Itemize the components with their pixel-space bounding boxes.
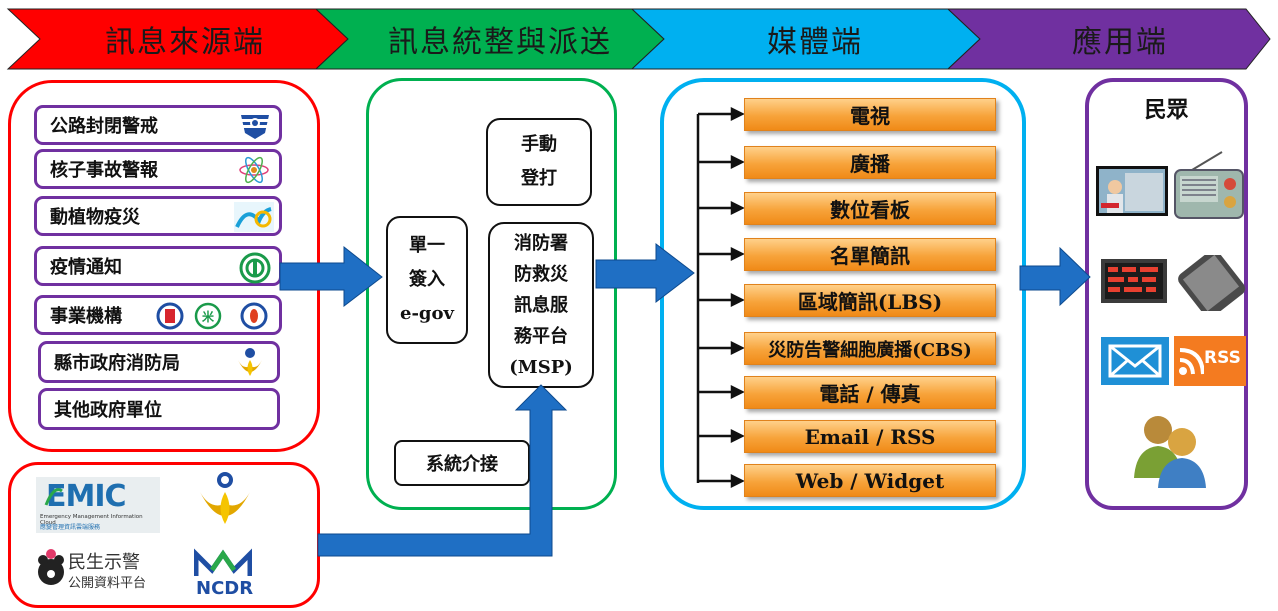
- media-email-rss[interactable]: Email / RSS: [744, 420, 996, 453]
- svg-text:米: 米: [202, 309, 215, 324]
- media-web-widget[interactable]: Web / Widget: [744, 464, 996, 497]
- emic-logo-text: EMIC: [46, 479, 127, 514]
- ncdr-mark-icon: [194, 548, 252, 576]
- source-other-government[interactable]: 其他政府單位: [38, 388, 280, 430]
- highway-agency-logo-icon: [239, 115, 271, 139]
- application-panel: [1085, 78, 1248, 510]
- rss-label: RSS: [1204, 348, 1241, 368]
- minsheng-title: 民生示警: [68, 552, 140, 573]
- enterprise-logo-2-icon: 米: [194, 302, 222, 330]
- emic-swoosh-icon: [44, 488, 63, 506]
- source-epidemic-notice[interactable]: 疫情通知: [34, 246, 282, 286]
- fire-agency-emblem-icon: [200, 472, 250, 524]
- application-title: 民眾: [1144, 97, 1189, 123]
- stage-banner: [6, 8, 1271, 70]
- manual-entry-box[interactable]: 手動 登打: [486, 118, 592, 206]
- source-label: 核子事故警報: [50, 160, 158, 181]
- system-interface-box[interactable]: 系統介接: [394, 440, 530, 486]
- source-highway-closure[interactable]: 公路封閉警戒: [34, 105, 282, 145]
- emic-logo-subtitle-zh: 應變管理資訊雲端服務: [40, 524, 101, 531]
- media-list-sms[interactable]: 名單簡訊: [744, 238, 996, 271]
- people-icon: [1134, 416, 1206, 488]
- stage-label-integration: 訊息統整與派送: [388, 25, 612, 60]
- media-lbs-sms[interactable]: 區域簡訊(LBS): [744, 284, 996, 317]
- rss-waves-icon: [1179, 348, 1204, 375]
- tv-icon: [1096, 166, 1168, 216]
- media-radio[interactable]: 廣播: [744, 146, 996, 179]
- source-label: 公路封閉警戒: [50, 116, 158, 137]
- msp-platform-box[interactable]: 消防署 防救災 訊息服 務平台 (MSP): [488, 222, 594, 388]
- source-enterprise[interactable]: 事業機構 米: [34, 295, 282, 335]
- ncdr-text: NCDR: [196, 578, 254, 599]
- source-fire-department[interactable]: 縣市政府消防局: [38, 341, 280, 383]
- fire-dept-logo-icon: [238, 348, 262, 376]
- arrow-external-to-msp: [317, 384, 568, 557]
- emic-logo: EMIC Emergency Management Information Cl…: [36, 477, 160, 533]
- source-nuclear-accident[interactable]: 核子事故警報: [34, 149, 282, 189]
- source-label: 動植物疫災: [50, 207, 140, 228]
- smartphone-icon: [1178, 255, 1246, 311]
- arrow-integration-to-media: [595, 242, 695, 304]
- email-icon: [1101, 337, 1169, 385]
- arrow-source-to-integration: [279, 245, 383, 308]
- enterprise-logo-3-icon: [240, 302, 268, 330]
- media-tv[interactable]: 電視: [744, 98, 996, 131]
- media-distribution-lines: [696, 106, 745, 489]
- integration-panel: [366, 78, 617, 510]
- source-label: 其他政府單位: [54, 400, 162, 421]
- minsheng-bear-icon: [38, 549, 64, 585]
- source-label: 縣市政府消防局: [54, 353, 180, 374]
- source-animal-plant-disease[interactable]: 動植物疫災: [34, 196, 282, 236]
- source-label: 事業機構: [50, 306, 122, 327]
- rss-icon: RSS: [1174, 336, 1246, 386]
- stage-chevron-application: [946, 8, 1271, 70]
- media-cbs-broadcast[interactable]: 災防告警細胞廣播(CBS): [744, 332, 996, 365]
- media-digital-signage[interactable]: 數位看板: [744, 192, 996, 225]
- led-board-icon: [1101, 259, 1167, 303]
- stage-label-source: 訊息來源端: [105, 25, 265, 60]
- atom-icon: [239, 156, 269, 184]
- stage-label-application: 應用端: [1072, 25, 1168, 60]
- media-phone-fax[interactable]: 電話 / 傳真: [744, 376, 996, 409]
- source-label: 疫情通知: [50, 257, 122, 278]
- radio-icon: [1174, 151, 1244, 219]
- arrow-media-to-application: [1019, 246, 1091, 307]
- enterprise-logo-1-icon: [156, 302, 184, 330]
- stage-label-media: 媒體端: [767, 25, 863, 60]
- cdc-logo-icon: [239, 252, 271, 284]
- minsheng-subtitle: 公開資料平台: [68, 576, 147, 591]
- animal-plant-agency-logo-icon: [234, 202, 274, 232]
- single-signon-box[interactable]: 單一 簽入 e-gov: [386, 216, 468, 344]
- emic-logo-subtitle: Emergency Management Information Cloud: [40, 514, 143, 526]
